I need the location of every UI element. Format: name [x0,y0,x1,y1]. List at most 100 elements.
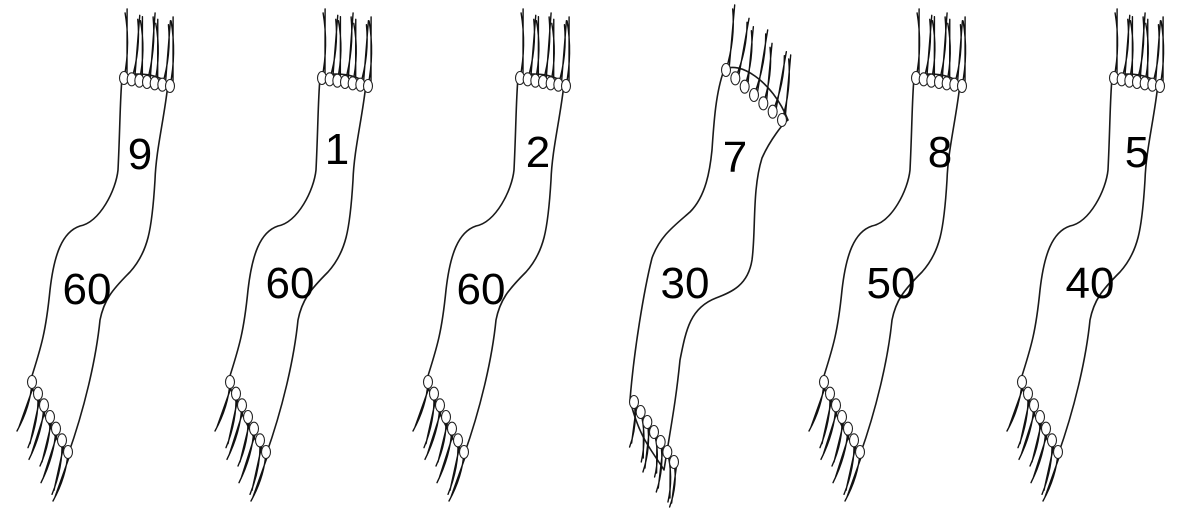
fringe-knot [236,398,248,413]
fringe-tassel [526,14,537,81]
fringe-tassel [52,451,72,502]
fringe-tassel [922,14,933,81]
fringe-knot [842,421,854,436]
fringe-tassel [915,8,921,79]
fringe-tassel [542,12,552,83]
fringe-knot [854,444,866,460]
fringe-knot [1046,433,1058,448]
fringe-knot [452,433,464,448]
fringe-tassel [844,451,864,502]
fringe-tassel [953,19,964,86]
fringe-knot [428,386,440,401]
fringe-knot [776,112,788,128]
fringe-knot [248,421,260,436]
fringe-knot [458,444,470,460]
scarf-6: 5 40 [990,0,1188,513]
fringe-tassel [336,15,342,82]
fringe-tassel [1143,18,1149,85]
fringe-knot [26,374,38,390]
fringe-knot [818,374,830,390]
fringe-tassel [1017,392,1032,449]
fringe-tassel [344,12,354,83]
scarf-1: 9 60 [0,0,198,513]
scarf-3: 2 60 [396,0,594,513]
fringe-tassel [423,392,438,449]
scarf-bottom-number: 40 [1065,259,1115,308]
fringe-knot [422,374,434,390]
fringe-knot [1052,444,1064,460]
fringe-knot [642,414,653,430]
fringe-knot [32,386,44,401]
fringe-tassel [1042,451,1062,502]
fringe-knot [648,424,660,440]
scarf-bottom-number: 50 [866,259,916,308]
fringe-tassel [534,15,540,82]
fringe-knot [38,398,50,413]
fringe-tassel [1113,8,1119,79]
fringe-knot [848,433,860,448]
fringe-tassel [945,18,951,85]
fringe-knot [635,404,646,420]
fringe-tassel [1128,15,1134,82]
fringe-tassel [448,451,468,502]
scarf-top-number: 8 [927,128,953,177]
fringe-knot [56,433,68,448]
fringe-knot [1016,374,1028,390]
fringe-knot [1034,409,1046,425]
fringe-tassel [1006,381,1026,432]
scarf-drawing [808,8,968,502]
fringe-tassel [725,4,736,71]
scarf-fringe [1006,8,1166,502]
fringe-tassel [549,18,555,85]
fringe-tassel [1151,19,1162,86]
scarf-top-number: 2 [525,128,551,177]
fringe-tassel [1136,12,1146,83]
fringe-knot [758,96,769,111]
fringe-knot [824,386,836,401]
scarf-fringe [808,8,968,502]
scarf-top-number: 1 [324,125,350,174]
scarf-drawing [16,8,176,502]
fringe-tassel [1120,14,1131,81]
fringe-tassel [161,19,172,86]
fringe-knot [830,398,842,413]
fringe-knot [362,78,374,94]
fringe-tassel [412,381,432,432]
fringe-tassel [808,381,828,432]
fringe-knot [260,444,272,460]
fringe-knot [720,62,732,78]
fringe-knot [1028,398,1040,413]
fringe-tassel [138,15,144,82]
fringe-knot [254,433,266,448]
scarf-outline [629,66,789,471]
scarf-bottom-number: 60 [456,265,506,314]
fringe-knot [767,104,778,119]
fringe-knot [1022,386,1034,401]
scarf-bottom-number: 30 [660,259,710,308]
fringe-knot [1040,421,1052,436]
fringe-knot [434,398,446,413]
scarf-drawing [1006,8,1166,502]
fringe-knot [224,374,236,390]
scarf-drawing [412,8,572,502]
fringe-knot [730,71,741,86]
scarf-drawing [628,4,792,508]
scarf-bottom-number: 60 [265,259,315,308]
fringe-knot [44,409,56,425]
fringe-tassel [153,18,159,85]
fringe-tassel [27,392,42,449]
fringe-tassel [16,381,36,432]
fringe-tassel [130,14,141,81]
fringe-tassel [123,8,129,79]
fringe-knot [440,409,452,425]
scarf-fringe [628,4,792,508]
fringe-tassel [321,8,327,79]
scarf-top-number: 9 [127,130,153,179]
fringe-tassel [930,15,936,82]
fringe-tassel [250,451,270,502]
fringe-knot [446,421,458,436]
fringe-knot [164,78,176,94]
fringe-knot [230,386,242,401]
fringe-tassel [225,392,240,449]
fringe-knot [62,444,74,460]
